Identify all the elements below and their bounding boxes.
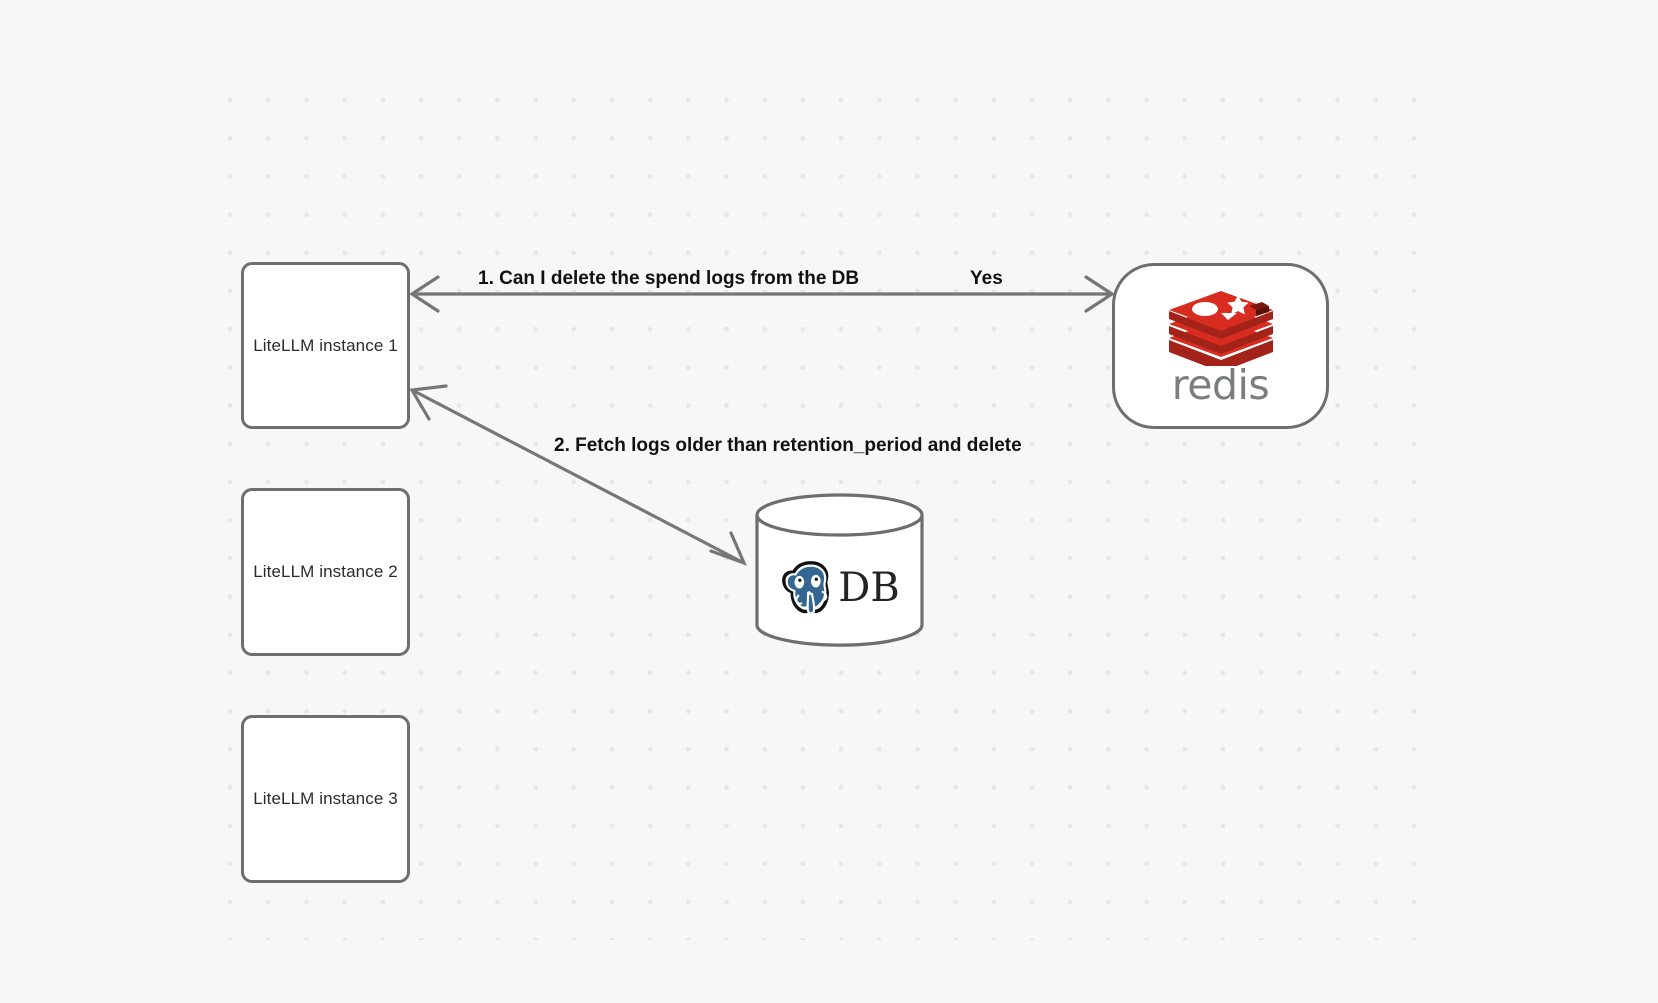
edge-llm1-db (409, 384, 747, 566)
redis-wordmark-label: redis (1171, 361, 1270, 409)
node-litellm-instance-3[interactable]: LiteLLM instance 3 (241, 715, 410, 883)
edge-label-step-1: 1. Can I delete the spend logs from the … (474, 268, 864, 290)
edge-label-step-2: 2. Fetch logs older than retention_perio… (550, 435, 1026, 457)
database-label: DB (838, 565, 900, 611)
redis-logo-icon (1165, 288, 1277, 372)
edge-label-step-1-reply: Yes (966, 268, 1007, 290)
node-litellm-instance-1-label: LiteLLM instance 1 (253, 335, 398, 355)
node-litellm-instance-3-label: LiteLLM instance 3 (253, 789, 398, 808)
node-litellm-instance-2-label: LiteLLM instance 2 (253, 562, 398, 581)
node-litellm-instance-2[interactable]: LiteLLM instance 2 (241, 488, 410, 656)
node-litellm-instance-1[interactable]: LiteLLM instance 1 (241, 262, 410, 429)
node-redis[interactable]: redis (1112, 263, 1329, 429)
cylinder-shape (755, 493, 924, 647)
node-database[interactable]: DB (754, 492, 925, 648)
postgresql-elephant-icon (782, 561, 830, 615)
